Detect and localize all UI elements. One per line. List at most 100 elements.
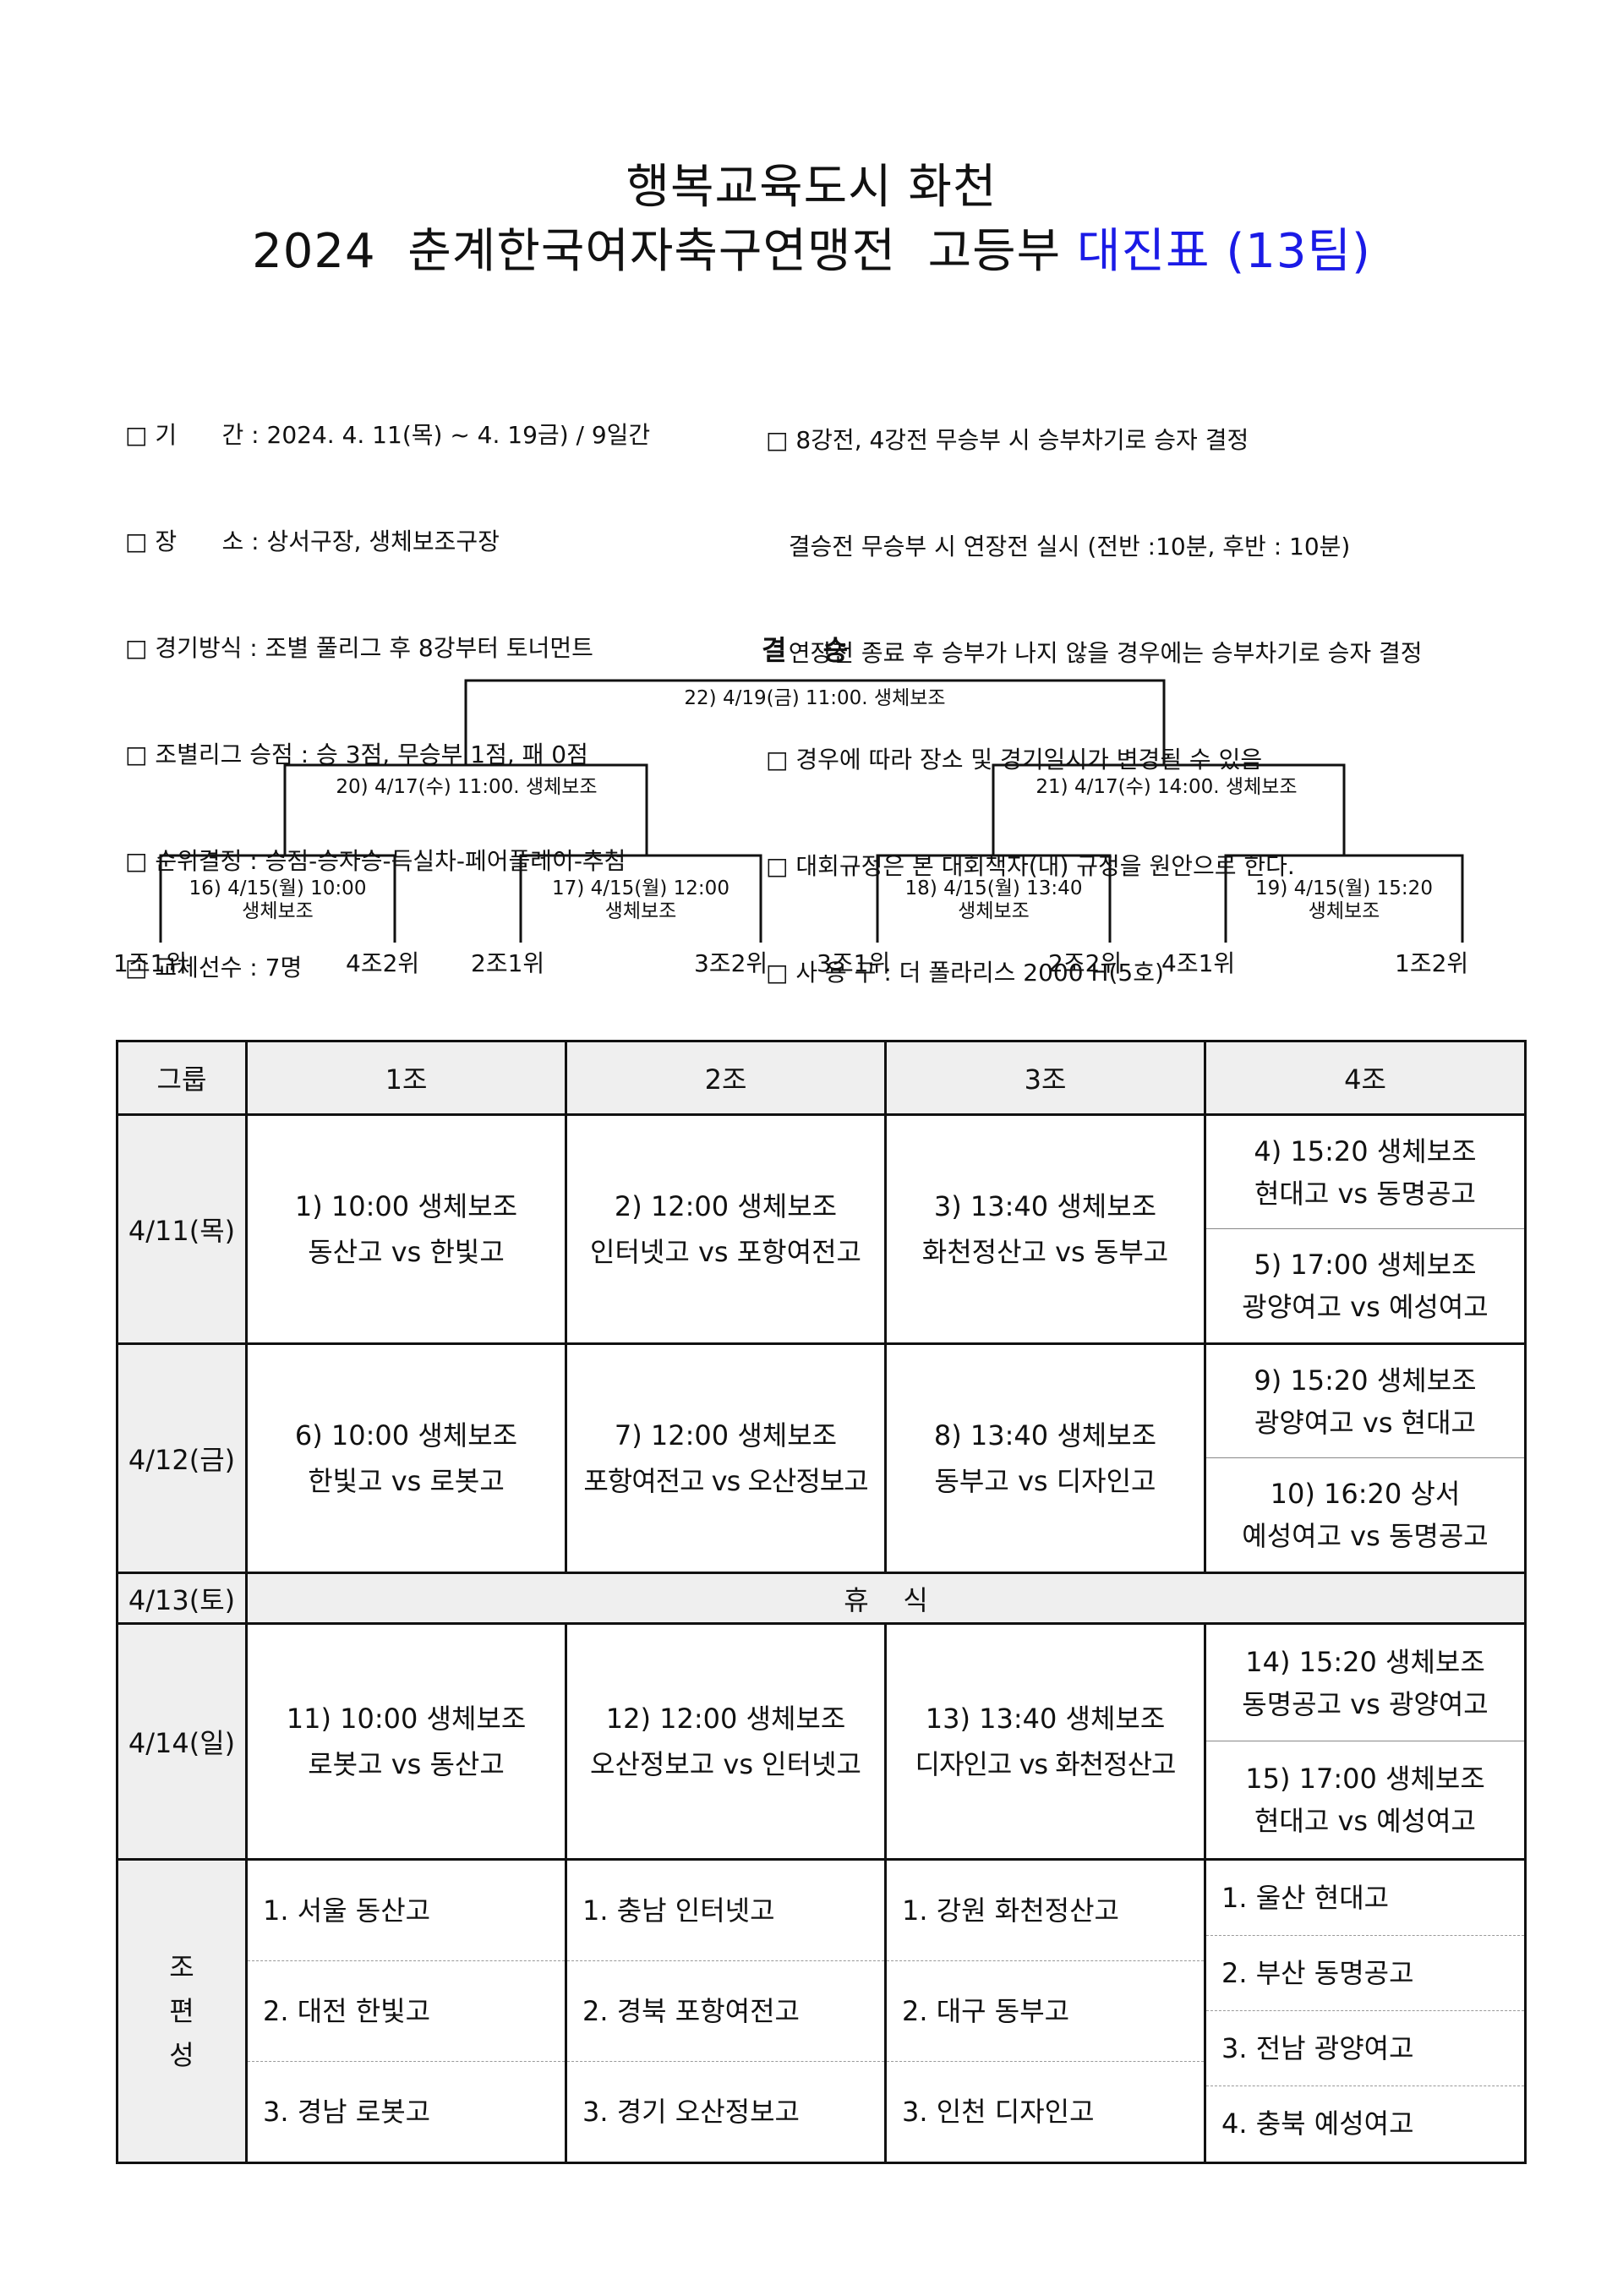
groups-label: 조 편 성: [169, 1951, 194, 2071]
match-teams: 현대고 vs 동명공고: [1254, 1177, 1477, 1210]
qf-line1: 16) 4/15(월) 10:00: [189, 877, 367, 899]
match-teams: 포항여전고 vs 오산정보고: [583, 1465, 868, 1497]
bracket-slot: 4조1위: [1161, 949, 1236, 977]
match-teams: 광양여고 vs 예성여고: [1242, 1291, 1489, 1323]
match-time: 11) 10:00 생체보조: [286, 1703, 527, 1735]
match-time: 6) 10:00 생체보조: [294, 1419, 518, 1451]
bracket-lines: [159, 679, 1464, 943]
semi2-match-label: 21) 4/17(수) 14:00. 생체보조: [1036, 776, 1298, 798]
qf-line1: 17) 4/15(월) 12:00: [552, 877, 730, 899]
group-team: 3. 전남 광양여고: [1206, 2011, 1524, 2086]
info-right-item: 연장전 종료 후 승부가 나지 않을 경우에는 승부차기로 승자 결정: [766, 639, 1423, 667]
match-time: 7) 12:00 생체보조: [614, 1419, 838, 1451]
group-team: 1. 울산 현대고: [1206, 1861, 1524, 1936]
title-line-2: 2024 춘계한국여자축구연맹전 고등부 대진표 (13팀): [0, 213, 1623, 282]
qf-line2: 생체보조: [242, 900, 314, 922]
info-right-item: □ 8강전, 4강전 무승부 시 승부차기로 승자 결정: [766, 426, 1249, 454]
group-team: 1. 충남 인터넷고: [567, 1861, 884, 1961]
date-cell: 4/13(토): [116, 1572, 248, 1625]
match-time: 15) 17:00 생체보조: [1245, 1763, 1485, 1795]
groups-label-cell: 조 편 성: [116, 1858, 248, 2164]
match-teams: 예성여고 vs 동명공고: [1242, 1520, 1489, 1552]
qf4-bracket-line: [1224, 854, 1464, 943]
qf-line1: 19) 4/15(월) 15:20: [1255, 877, 1433, 899]
bracket-slot: 3조2위: [694, 949, 768, 977]
info-right-item: 결승전 무승부 시 연장전 실시 (전반 :10분, 후반 : 10분): [766, 533, 1351, 560]
info-left-item: □ 교체선수 : 7명: [125, 954, 303, 981]
group-team: 1. 서울 동산고: [248, 1861, 565, 1961]
info-left-item: □ 장 소 : 상서구장, 생체보조구장: [125, 528, 500, 555]
match-time: 8) 13:40 생체보조: [933, 1419, 1157, 1451]
table-header-row: 그룹 1조 2조 3조 4조: [116, 1040, 1527, 1116]
match-teams: 인터넷고 vs 포항여전고: [590, 1236, 861, 1268]
info-left-item: □ 경기방식 : 조별 풀리그 후 8강부터 토너먼트: [125, 634, 593, 662]
match-teams: 로봇고 vs 동산고: [308, 1748, 505, 1780]
header-cell: 2조: [565, 1040, 887, 1116]
match-time: 10) 16:20 상서: [1270, 1478, 1461, 1510]
group-team: 3. 경남 로봇고: [263, 2096, 431, 2128]
group-team: 4. 충북 예성여고: [1221, 2107, 1414, 2140]
semi2-bracket-line: [992, 763, 1346, 856]
title-highlight: 대진표 (13팀): [1076, 224, 1371, 279]
rest-label: 휴 식: [245, 1572, 1527, 1625]
info-right-item: □ 경우에 따라 장소 및 경기일시가 변경될 수 있음: [766, 746, 1263, 774]
group-team: 2. 대전 한빛고: [248, 1961, 565, 2062]
info-left-item: □ 기 간 : 2024. 4. 11(목) ~ 4. 19금) / 9일간: [125, 421, 651, 449]
qf1-bracket-line: [159, 854, 396, 943]
groups-row: 조 편 성 1. 서울 동산고 2. 대전 한빛고 3. 경남 로봇고 1. 충…: [116, 1858, 1527, 2164]
group-team: 1. 강원 화천정산고: [887, 1861, 1204, 1961]
bracket-slot: 4조2위: [346, 949, 420, 977]
group-team: 2. 경북 포항여전고: [567, 1961, 884, 2062]
match-teams: 현대고 vs 예성여고: [1254, 1805, 1477, 1837]
match-teams: 동부고 vs 디자인고: [934, 1465, 1156, 1497]
title-main: 2024 춘계한국여자축구연맹전 고등부: [252, 224, 1077, 279]
qf-line2: 생체보조: [958, 900, 1030, 922]
qf-line1: 18) 4/15(월) 13:40: [904, 877, 1083, 899]
match-teams: 동산고 vs 한빛고: [308, 1236, 505, 1268]
date-cell: 4/12(금): [116, 1342, 248, 1574]
rest-row: 4/13(토) 휴 식: [116, 1572, 1527, 1625]
match-teams: 오산정보고 vs 인터넷고: [590, 1748, 861, 1780]
bracket-slot: 2조1위: [471, 949, 545, 977]
bracket-slot: 1조2위: [1395, 949, 1469, 977]
header-cell: 4조: [1204, 1040, 1527, 1116]
group-team: 3. 인천 디자인고: [902, 2096, 1095, 2128]
group-team: 3. 경기 오산정보고: [582, 2096, 800, 2128]
semi1-bracket-line: [283, 763, 648, 856]
info-left-item: □ 순위결정 : 승점-승자승-득실차-페어플레이-추첨: [125, 847, 626, 875]
date-cell: 4/14(일): [116, 1622, 248, 1861]
header-cell: 3조: [884, 1040, 1206, 1116]
match-time: 1) 10:00 생체보조: [294, 1190, 518, 1222]
group-cell: 1. 강원 화천정산고 2. 대구 동부고 3. 인천 디자인고: [884, 1858, 1206, 2164]
qf-line2: 생체보조: [1308, 900, 1380, 922]
group-cell: 1. 충남 인터넷고 2. 경북 포항여전고 3. 경기 오산정보고: [565, 1858, 887, 2164]
match-time: 14) 15:20 생체보조: [1245, 1645, 1485, 1678]
match-time: 12) 12:00 생체보조: [605, 1703, 846, 1735]
header-cell: 1조: [245, 1040, 567, 1116]
date-cell: 4/11(목): [116, 1113, 248, 1345]
match-time: 9) 15:20 생체보조: [1254, 1364, 1477, 1397]
match-teams: 동명공고 vs 광양여고: [1242, 1687, 1489, 1720]
qf-line2: 생체보조: [604, 900, 677, 922]
group-cell: 1. 서울 동산고 2. 대전 한빛고 3. 경남 로봇고: [245, 1858, 567, 2164]
info-right: □ 8강전, 4강전 무승부 시 승부차기로 승자 결정 결승전 무승부 시 연…: [766, 352, 1423, 1026]
match-time: 13) 13:40 생체보조: [925, 1703, 1166, 1735]
match-teams: 한빛고 vs 로봇고: [308, 1465, 505, 1497]
